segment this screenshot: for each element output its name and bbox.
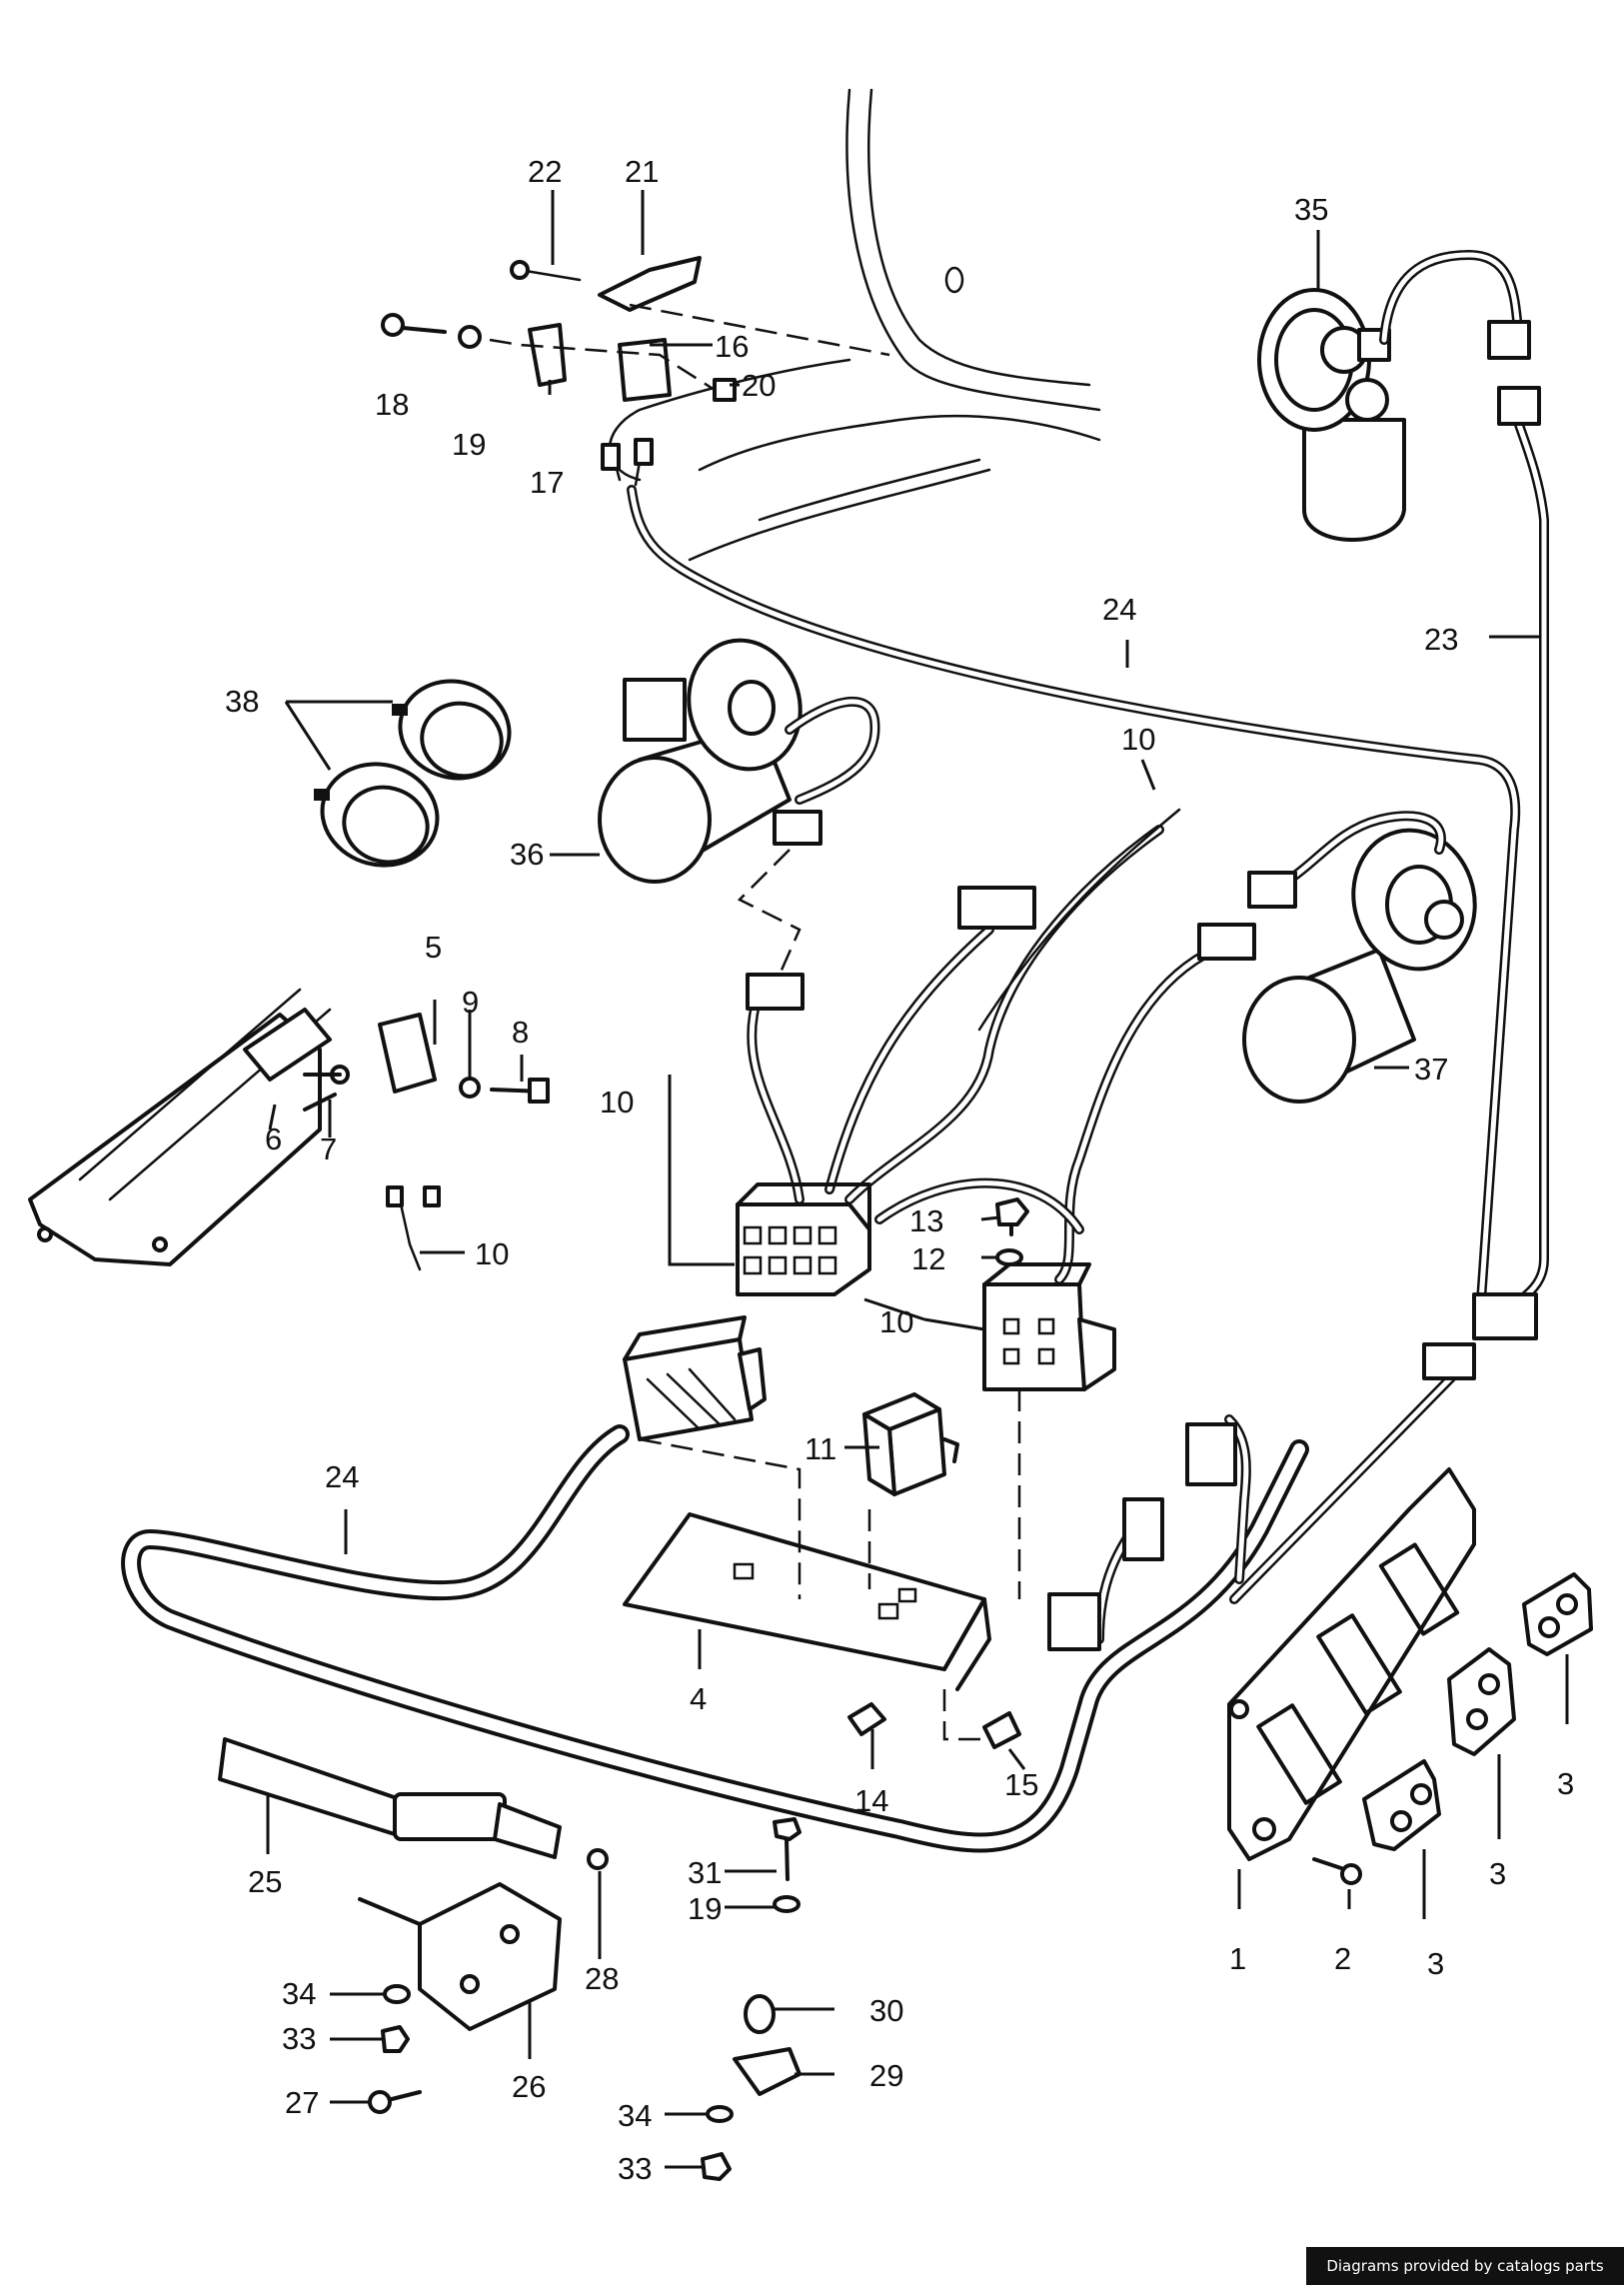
callout-10-mid: 10 bbox=[600, 1085, 634, 1120]
callout-2: 2 bbox=[1334, 1941, 1351, 1976]
callout-10-left: 10 bbox=[475, 1236, 509, 1271]
callout-24-lower: 24 bbox=[325, 1459, 359, 1494]
callout-numbers: 22 21 16 20 18 19 17 35 23 24 38 10 36 5… bbox=[225, 154, 1574, 2186]
callout-3-middle: 3 bbox=[1489, 1856, 1506, 1891]
credit-banner: Diagrams provided by catalogs parts bbox=[1306, 2247, 1624, 2285]
wiring-harness-upper bbox=[601, 438, 1521, 1334]
callout-33-center: 33 bbox=[618, 2151, 652, 2186]
callout-24-upper: 24 bbox=[1102, 592, 1136, 627]
callout-29: 29 bbox=[869, 2058, 903, 2093]
bracket-26 bbox=[358, 1882, 562, 2031]
vehicle-body-outline bbox=[608, 88, 1101, 562]
motor-37 bbox=[1242, 811, 1477, 1104]
callout-38: 38 bbox=[225, 684, 259, 719]
fasteners-left bbox=[368, 1848, 609, 2114]
callout-30: 30 bbox=[869, 1993, 903, 2028]
callout-19-top: 19 bbox=[452, 427, 486, 462]
screw-2 bbox=[1312, 1857, 1362, 1885]
callout-13: 13 bbox=[909, 1203, 943, 1238]
relay-11 bbox=[862, 1392, 959, 1496]
callout-37: 37 bbox=[1414, 1052, 1448, 1087]
callout-34-left: 34 bbox=[282, 1976, 316, 2011]
clip-15 bbox=[942, 1689, 1021, 1749]
clip-14 bbox=[847, 1702, 886, 1736]
callout-22: 22 bbox=[528, 154, 562, 189]
callout-6: 6 bbox=[265, 1122, 282, 1156]
callout-21: 21 bbox=[625, 154, 659, 189]
callout-17: 17 bbox=[530, 465, 564, 500]
callout-19-center: 19 bbox=[688, 1891, 722, 1926]
motor-35 bbox=[1257, 250, 1541, 542]
fasteners-top bbox=[381, 256, 890, 402]
callout-12: 12 bbox=[911, 1241, 945, 1276]
callout-4: 4 bbox=[690, 1681, 707, 1716]
fasteners-center bbox=[701, 1817, 802, 2181]
callout-7: 7 bbox=[320, 1132, 337, 1166]
mounting-plate-4 bbox=[623, 1389, 1021, 1691]
callout-20: 20 bbox=[742, 368, 776, 403]
callout-3-right: 3 bbox=[1557, 1766, 1574, 1801]
callout-10-socket: 10 bbox=[879, 1304, 913, 1339]
callout-16: 16 bbox=[715, 329, 749, 364]
wiring-harness-right bbox=[1489, 395, 1549, 1324]
harness-connector-24 bbox=[623, 1315, 767, 1441]
callout-3-left: 3 bbox=[1427, 1946, 1444, 1981]
callout-35: 35 bbox=[1294, 192, 1328, 227]
switch-panel-1 bbox=[1227, 1467, 1476, 1861]
leader-lines bbox=[266, 190, 1569, 2169]
callout-9: 9 bbox=[462, 985, 479, 1020]
callout-1: 1 bbox=[1229, 1941, 1246, 1976]
motor-36 bbox=[598, 638, 880, 884]
callout-36: 36 bbox=[510, 837, 544, 872]
callout-34-center: 34 bbox=[618, 2098, 652, 2133]
bolt-13-washer-12 bbox=[995, 1197, 1029, 1266]
wiring-harness-10 bbox=[736, 808, 1256, 1391]
callout-15: 15 bbox=[1004, 1767, 1038, 1802]
callout-18: 18 bbox=[375, 387, 409, 422]
callout-10-top: 10 bbox=[1121, 722, 1155, 757]
callout-31: 31 bbox=[688, 1855, 722, 1890]
seat-rail bbox=[28, 988, 550, 1271]
callout-23: 23 bbox=[1424, 622, 1458, 657]
callout-25: 25 bbox=[248, 1864, 282, 1899]
callout-5: 5 bbox=[425, 930, 442, 965]
callout-33-left: 33 bbox=[282, 2021, 316, 2056]
switches-3 bbox=[1362, 1572, 1593, 1851]
callout-28: 28 bbox=[585, 1961, 619, 1996]
callout-27: 27 bbox=[285, 2085, 319, 2120]
callout-8: 8 bbox=[512, 1015, 529, 1050]
callout-11: 11 bbox=[805, 1431, 836, 1466]
wiring-harness-lower bbox=[121, 1292, 1538, 1853]
cable-25 bbox=[218, 1737, 562, 1859]
callout-14: 14 bbox=[854, 1783, 888, 1818]
callout-26: 26 bbox=[512, 2069, 546, 2104]
hose-clamps-38 bbox=[314, 679, 512, 868]
